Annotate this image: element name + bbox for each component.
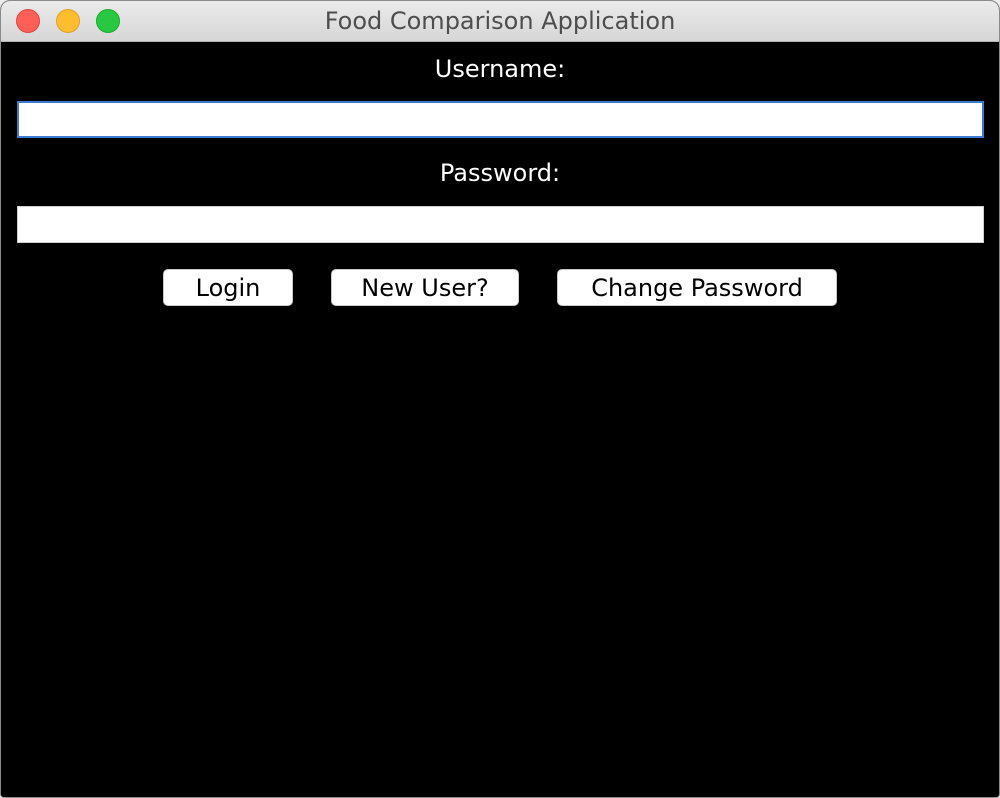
window-title: Food Comparison Application: [324, 7, 676, 35]
password-input[interactable]: [17, 206, 984, 243]
close-window-button[interactable]: [16, 9, 40, 33]
login-button[interactable]: Login: [163, 269, 293, 306]
username-input[interactable]: [17, 101, 984, 138]
login-panel: Username: Password: Login New User? Chan…: [1, 42, 999, 797]
password-label: Password:: [439, 159, 561, 187]
change-password-button[interactable]: Change Password: [557, 269, 837, 306]
title-bar[interactable]: Food Comparison Application: [1, 1, 999, 42]
zoom-window-button[interactable]: [96, 9, 120, 33]
minimize-window-button[interactable]: [56, 9, 80, 33]
new-user-button[interactable]: New User?: [331, 269, 519, 306]
username-label: Username:: [434, 55, 566, 83]
